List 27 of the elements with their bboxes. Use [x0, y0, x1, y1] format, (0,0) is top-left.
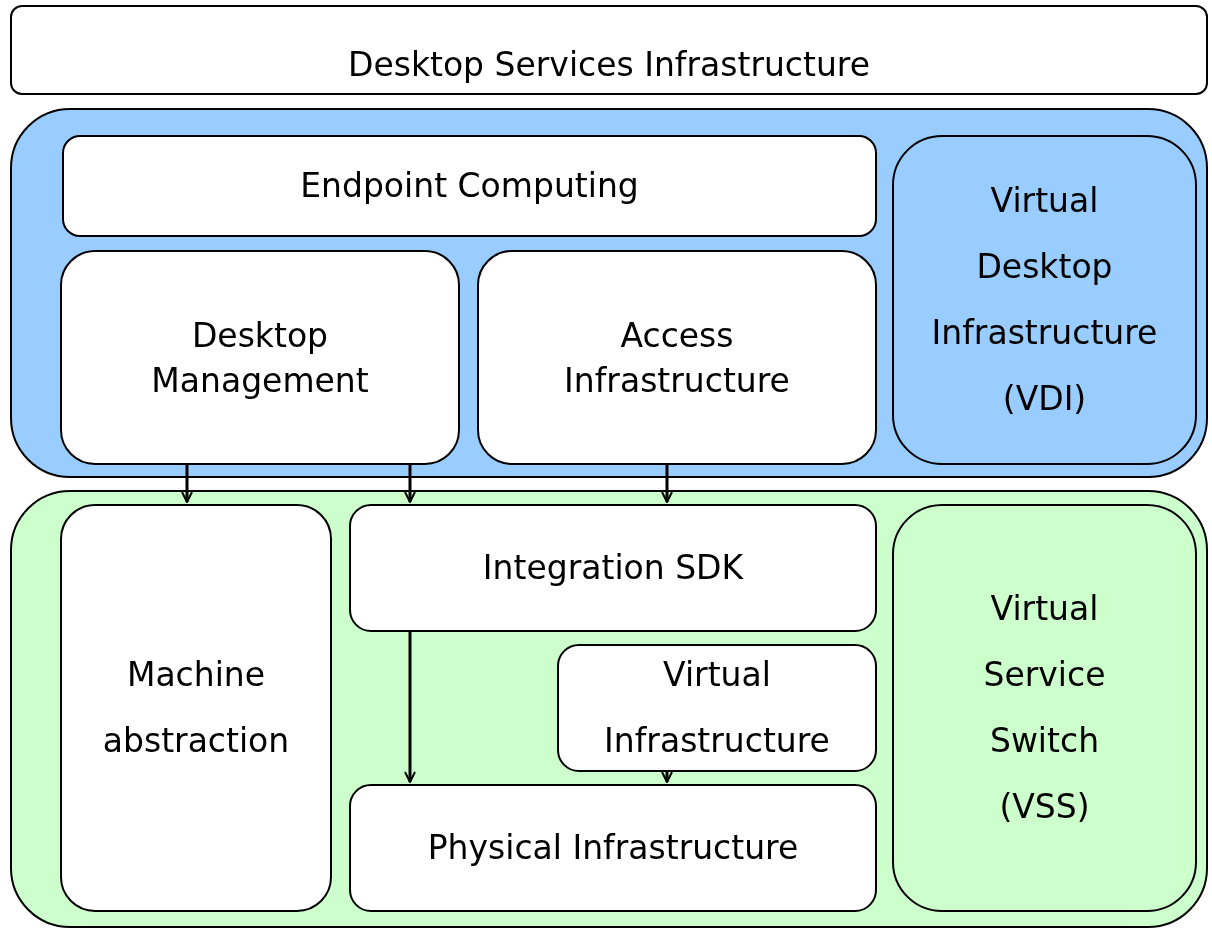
- box-label: Endpoint Computing: [299, 166, 640, 206]
- arrow: [404, 463, 416, 503]
- arrow: [661, 463, 673, 503]
- layer-box: [349, 784, 877, 912]
- box-label: Virtual Desktop Infrastructure (VDI): [930, 180, 1159, 420]
- layer-box: [892, 504, 1197, 912]
- box-label: Virtual Service Switch (VSS): [982, 588, 1107, 828]
- box-label: Integration SDK: [481, 548, 745, 588]
- box-label: Machine abstraction: [101, 654, 291, 762]
- box-label: Access Infrastructure: [563, 315, 791, 402]
- box-label: Physical Infrastructure: [426, 828, 800, 868]
- box-label: Desktop Services Infrastructure: [346, 45, 871, 85]
- layer-box: [557, 644, 877, 772]
- layer-box: [477, 250, 877, 465]
- layer-box: [10, 5, 1208, 95]
- layer-box: [892, 135, 1197, 465]
- arrow: [181, 463, 193, 503]
- arrow: [404, 630, 416, 783]
- layer-box: [60, 250, 460, 465]
- box-label: Desktop Management: [150, 315, 370, 402]
- layer-band: [10, 490, 1208, 928]
- box-label: Virtual Infrastructure: [603, 654, 831, 762]
- arrow: [661, 770, 673, 783]
- layer-box: [349, 504, 877, 632]
- layer-band: [10, 108, 1208, 478]
- layer-box: [62, 135, 877, 237]
- layer-box: [60, 504, 332, 912]
